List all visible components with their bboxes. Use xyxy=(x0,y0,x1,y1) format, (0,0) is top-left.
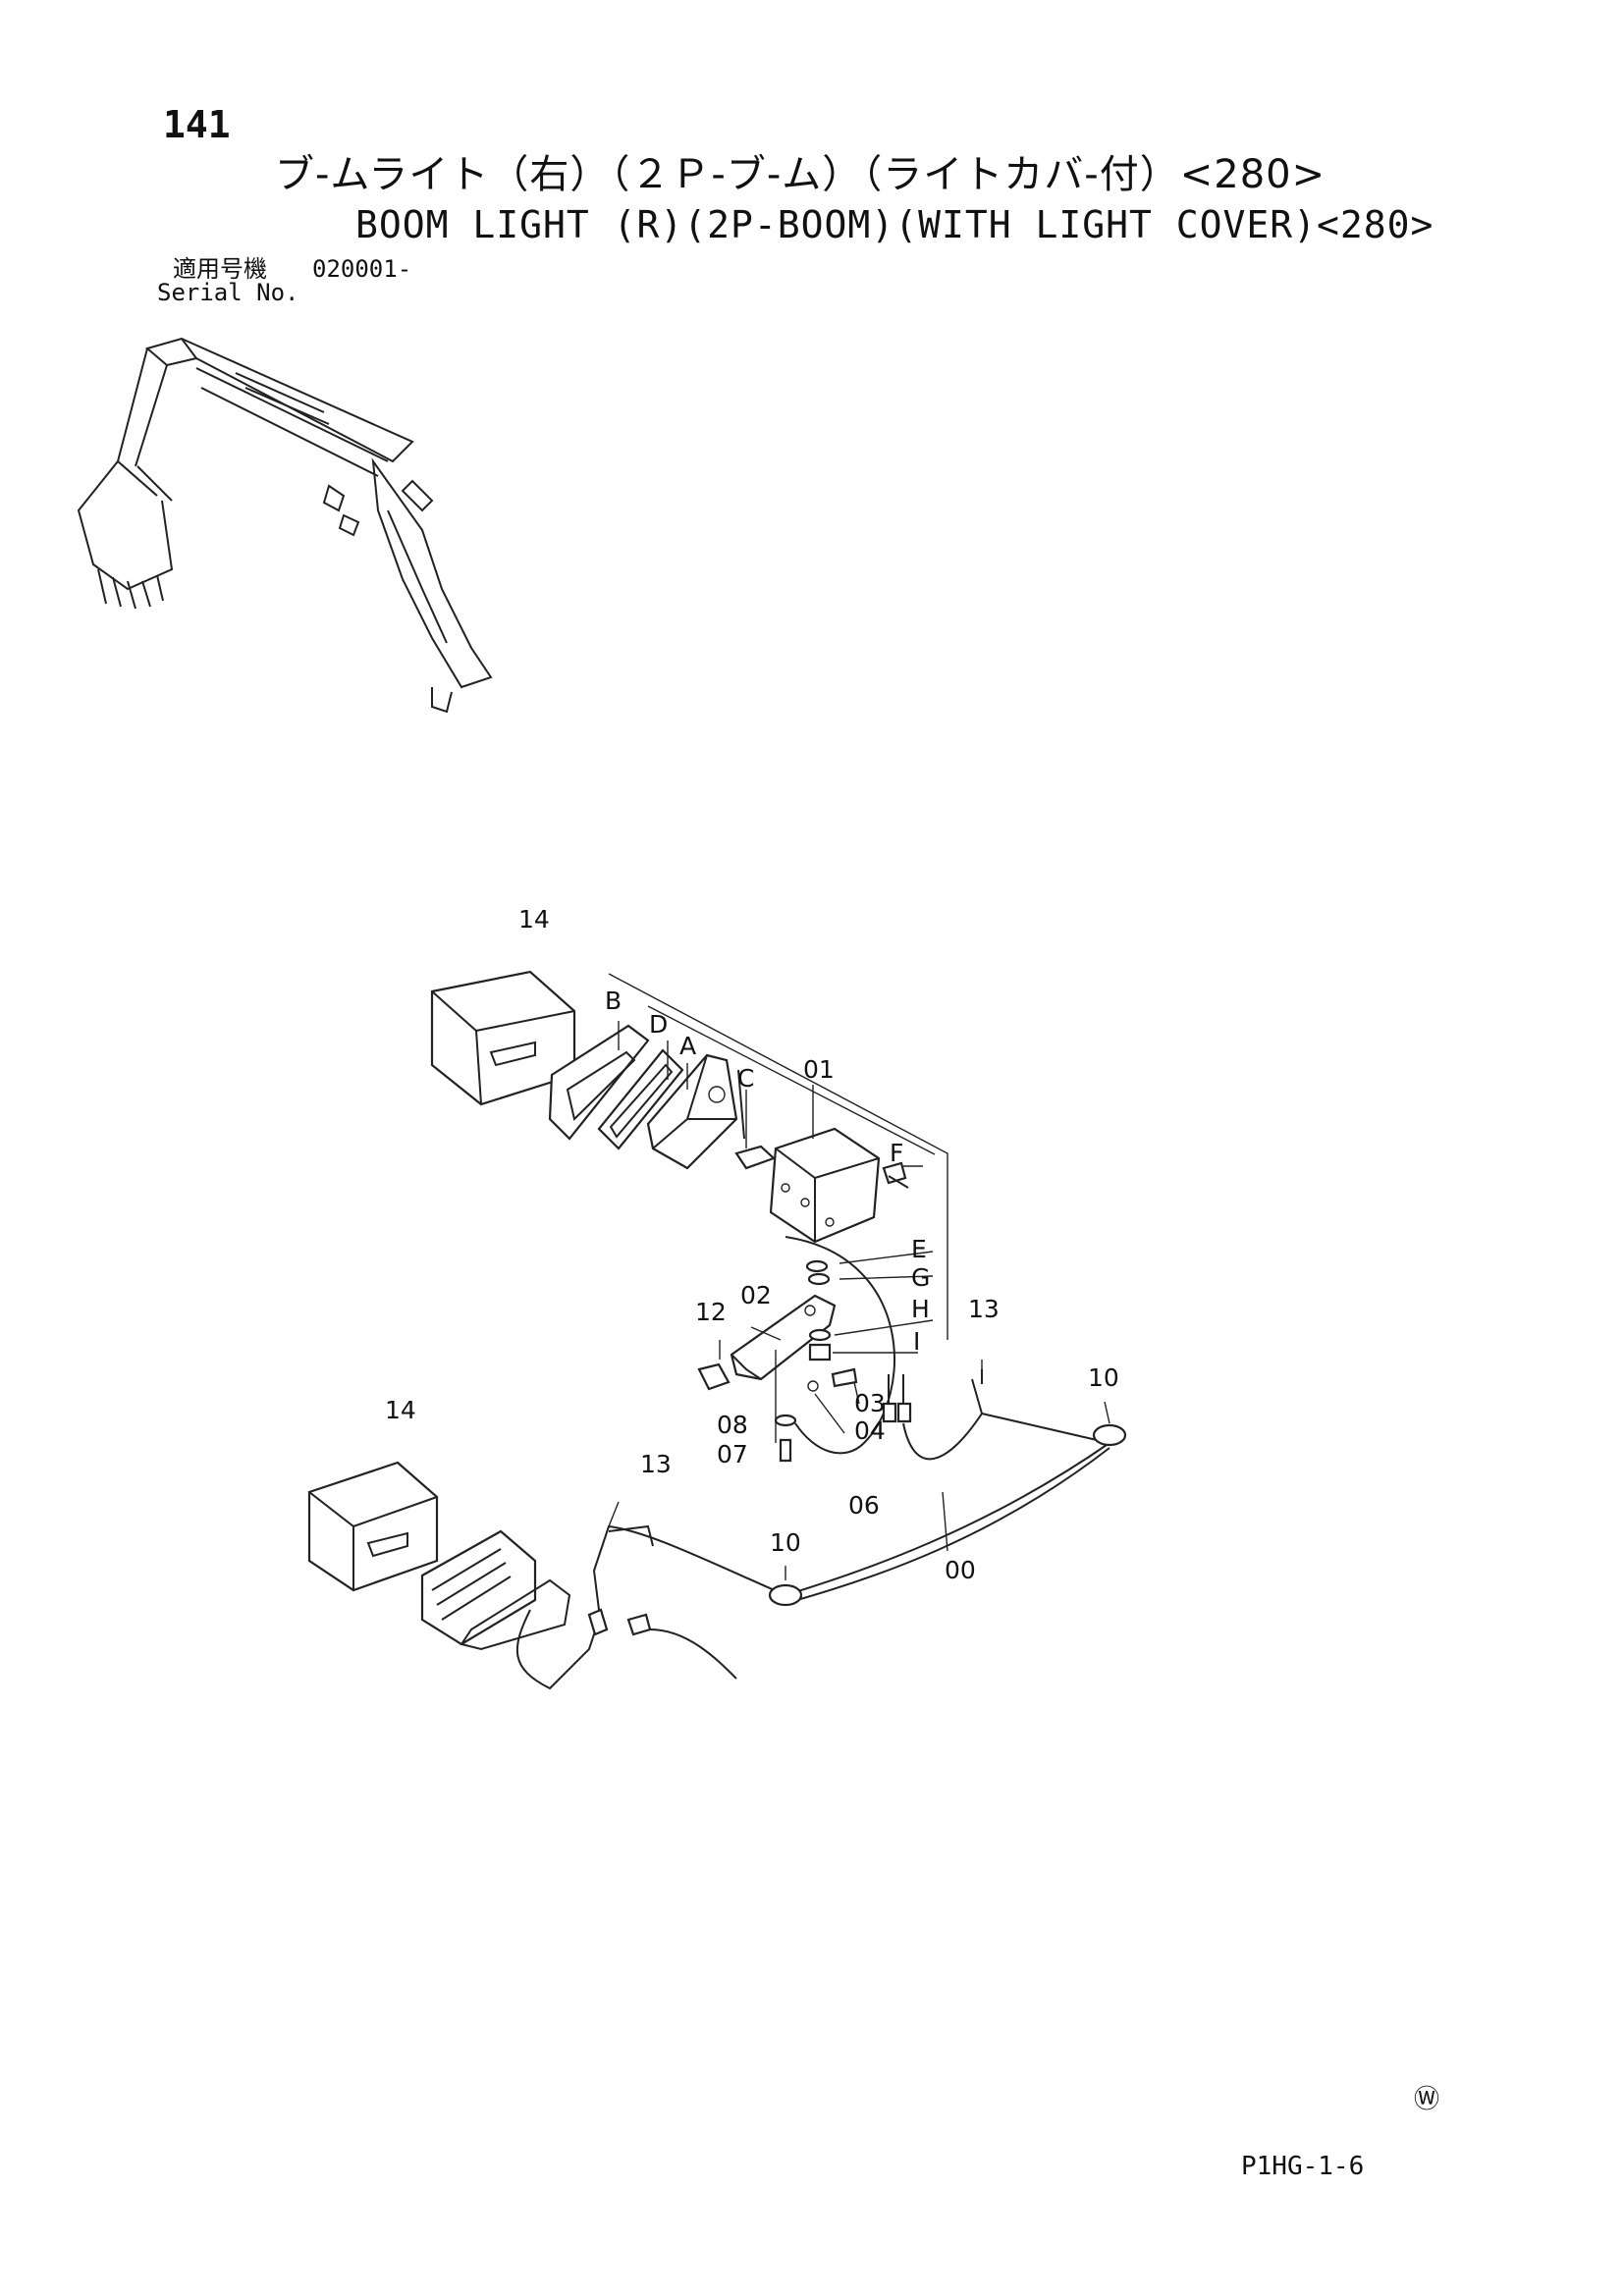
callout-12: 12 xyxy=(695,1298,727,1326)
callout-01: 01 xyxy=(803,1055,835,1084)
title-english: BOOM LIGHT (R)(2P-BOOM)(WITH LIGHT COVER… xyxy=(355,203,1435,246)
gasket-b xyxy=(548,1024,650,1141)
callout-10-center: 10 xyxy=(770,1528,801,1557)
work-light-lower xyxy=(420,1529,737,1690)
callout-13-right: 13 xyxy=(968,1295,1000,1323)
callout-06: 06 xyxy=(848,1491,880,1520)
callout-h: H xyxy=(911,1295,930,1323)
callout-e: E xyxy=(911,1235,927,1263)
callout-14-lower: 14 xyxy=(385,1396,416,1424)
frame-d xyxy=(597,1048,684,1150)
light-cover-lower xyxy=(307,1461,439,1592)
clamp-10-right xyxy=(1092,1423,1127,1447)
callout-14-upper: 14 xyxy=(518,905,550,934)
page-number: 141 xyxy=(163,103,231,146)
callout-02: 02 xyxy=(740,1281,772,1309)
callout-b: B xyxy=(605,987,622,1015)
page-code: P1HG-1-6 xyxy=(1241,2152,1365,2181)
w-mark-icon: Ⓦ xyxy=(1414,2085,1440,2114)
nut-12 xyxy=(697,1362,731,1391)
title-japanese: ブ-ムライト（右）（２Ｐ-ブ-ム）（ライトカバ-付）<280> xyxy=(275,152,1326,197)
screw-f xyxy=(882,1161,909,1189)
callout-04: 04 xyxy=(854,1416,886,1445)
callout-03: 03 xyxy=(854,1389,886,1417)
callout-00: 00 xyxy=(945,1556,976,1584)
callout-labels: 14 B D A C 01 F E G H I 12 02 13 10 03 0… xyxy=(385,905,1119,1584)
bolt-03 xyxy=(831,1367,858,1388)
leader-lines xyxy=(608,973,1110,1580)
callout-c: C xyxy=(737,1064,754,1093)
callout-g: G xyxy=(911,1263,930,1292)
callout-i: I xyxy=(913,1327,920,1356)
callout-10-right: 10 xyxy=(1088,1363,1119,1392)
clamp-10-center xyxy=(768,1583,803,1607)
lens-a xyxy=(646,1053,738,1170)
callout-a: A xyxy=(679,1032,696,1060)
bulb-c xyxy=(734,1069,777,1170)
serial-label-japanese: 適用号機 xyxy=(173,255,267,283)
bracket-02 xyxy=(730,1294,837,1381)
callout-08: 08 xyxy=(717,1411,748,1439)
excavator-overview-illustration xyxy=(77,337,493,714)
work-light-01 xyxy=(769,1127,881,1244)
main-harness-00 xyxy=(592,1369,1110,1611)
callout-13-left: 13 xyxy=(640,1450,672,1478)
ring-04 xyxy=(807,1380,819,1392)
harness-06 xyxy=(785,1236,912,1455)
callout-d: D xyxy=(649,1010,668,1039)
serial-number-value: 020001- xyxy=(312,255,412,283)
callout-07: 07 xyxy=(717,1440,748,1468)
callout-f: F xyxy=(890,1139,903,1167)
serial-label-english: Serial No. xyxy=(157,279,299,306)
